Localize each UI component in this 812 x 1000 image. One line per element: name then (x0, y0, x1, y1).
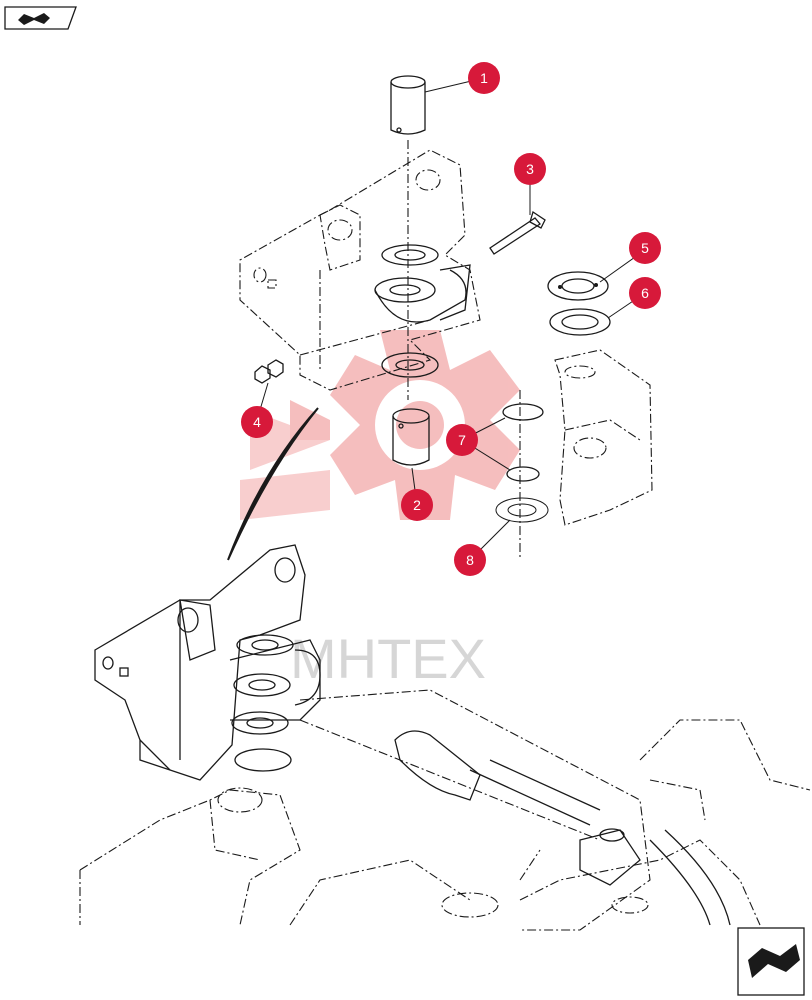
callout-1[interactable]: 1 (468, 62, 500, 94)
detail-leader (227, 407, 319, 561)
callout-label: 7 (458, 432, 466, 448)
nut-part-4 (254, 359, 284, 384)
plate-part-6 (549, 308, 611, 336)
callout-label: 6 (641, 285, 649, 301)
bolt-part-3 (489, 210, 546, 255)
exploded-assembly (239, 75, 653, 560)
watermark-gear-icon (330, 330, 520, 520)
bottom-nav-button[interactable] (737, 927, 805, 996)
watermark-text: MHTEX (290, 627, 486, 690)
callout-2[interactable]: 2 (401, 489, 433, 521)
callout-label: 2 (413, 497, 421, 513)
book-arrow-icon (748, 944, 800, 978)
callout-6[interactable]: 6 (629, 277, 661, 309)
callout-label: 4 (253, 414, 261, 430)
callout-7[interactable]: 7 (446, 424, 478, 456)
callout-8[interactable]: 8 (454, 544, 486, 576)
machine-base-view (79, 544, 811, 931)
plate-part-5 (547, 271, 609, 301)
book-arrow-icon (18, 13, 50, 25)
callout-label: 3 (526, 161, 534, 177)
top-nav-button[interactable] (4, 6, 77, 30)
pin-part-2 (392, 408, 430, 466)
washer-part-8 (495, 497, 549, 523)
callout-4[interactable]: 4 (241, 406, 273, 438)
callout-label: 1 (480, 70, 488, 86)
callout-3[interactable]: 3 (514, 153, 546, 185)
watermark: MHTEX (240, 330, 520, 690)
callout-5[interactable]: 5 (629, 232, 661, 264)
pin-part-1 (390, 75, 426, 135)
callout-label: 5 (641, 240, 649, 256)
callout-label: 8 (466, 552, 474, 568)
ring-part-7 (502, 403, 544, 482)
